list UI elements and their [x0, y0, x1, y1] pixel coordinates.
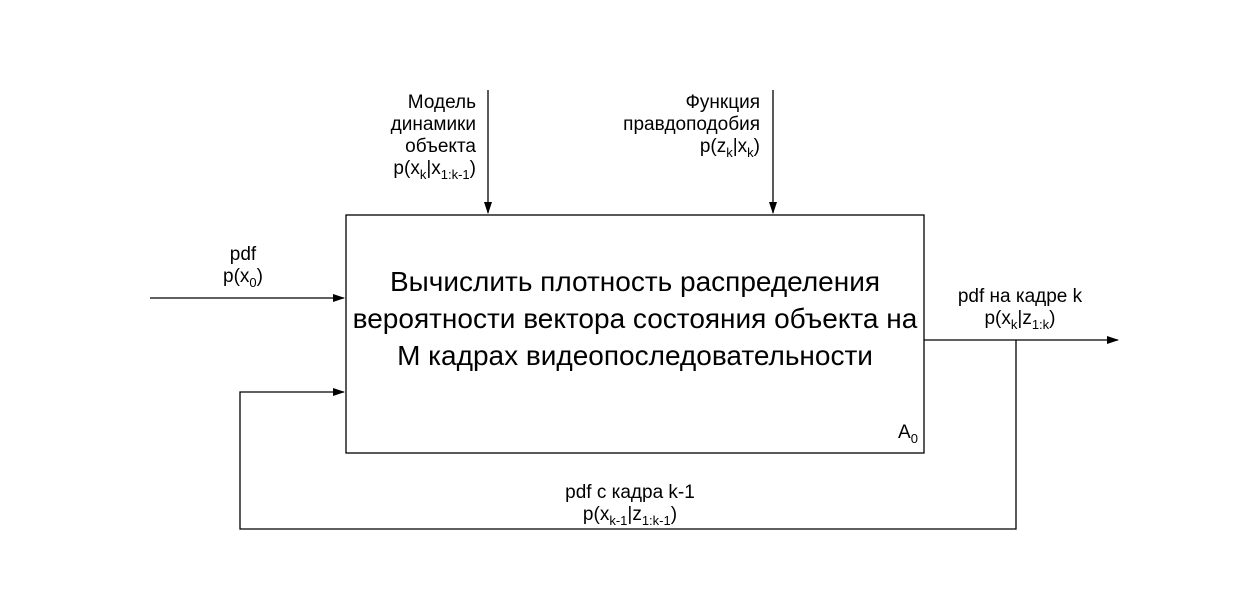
feedback-line1: pdf с кадра k-1	[565, 482, 695, 503]
output-formula: p(xk|z1:k)	[984, 308, 1056, 332]
input-label-pdf0: pdf p(x0)	[208, 244, 278, 290]
control-label-likelihood: Функция правдоподобия p(zk|xk)	[580, 92, 760, 160]
likelihood-formula: p(zk|xk)	[699, 136, 760, 160]
node-sub: 0	[910, 431, 918, 446]
input-label-line1: pdf	[229, 244, 257, 265]
dynamics-line1: Модель	[407, 92, 476, 113]
dynamics-line2: динамики	[390, 114, 476, 135]
control-label-dynamics: Модель динамики объекта p(xk|x1:k-1)	[330, 92, 476, 182]
dynamics-line3: объекта	[405, 136, 476, 157]
likelihood-line1: Функция	[685, 92, 760, 113]
process-title: Вычислить плотность распределения вероят…	[352, 266, 918, 371]
feedback-formula: p(xk-1|z1:k-1)	[582, 504, 678, 528]
process-box	[345, 214, 925, 454]
dynamics-formula: p(xk|x1:k-1)	[393, 158, 476, 182]
output-line1: pdf на кадре k	[957, 286, 1083, 307]
input-label-formula: p(x0)	[223, 266, 263, 290]
node-number: A0	[898, 422, 918, 446]
output-label-pdfk: pdf на кадре k p(xk|z1:k)	[930, 286, 1110, 332]
feedback-loop-arrow	[239, 340, 1017, 530]
node-letter: A	[898, 422, 911, 443]
likelihood-line2: правдоподобия	[623, 114, 760, 135]
feedback-label: pdf с кадра k-1 p(xk-1|z1:k-1)	[520, 482, 740, 528]
